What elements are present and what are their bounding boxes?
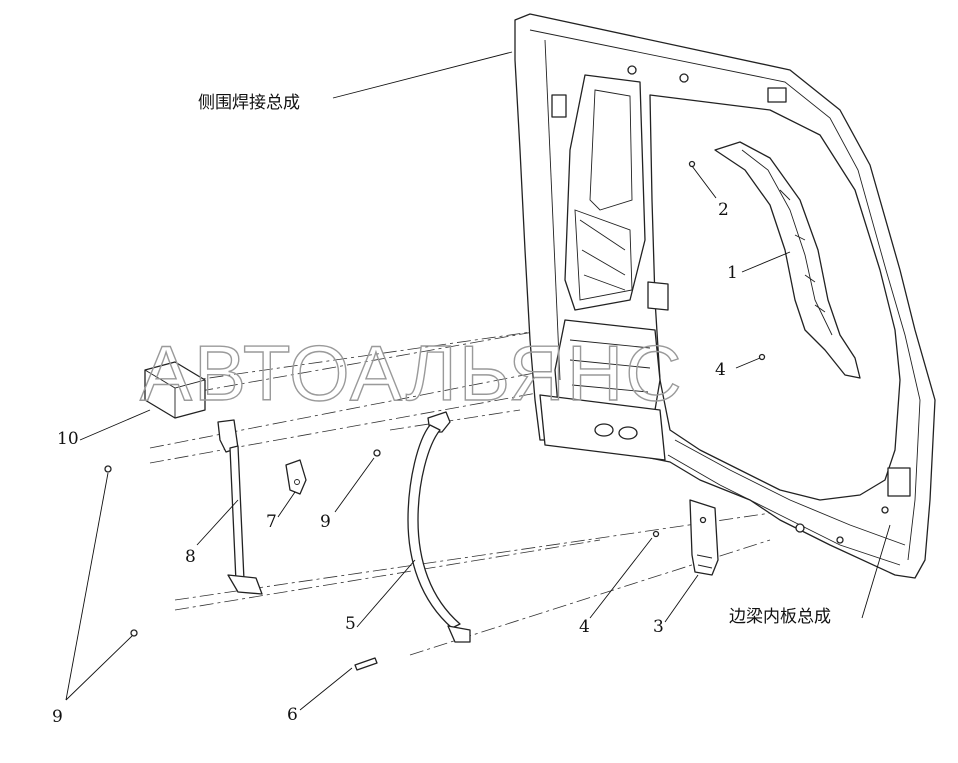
label-part-4-upper: 4 (715, 360, 726, 380)
label-side-frame-weld-assembly: 侧围焊接总成 (198, 93, 300, 113)
label-part-4-lower: 4 (579, 617, 590, 637)
assembly-lines (149, 97, 861, 656)
watermark: АВТОАЛЬЯНС (140, 329, 684, 417)
label-part-2: 2 (718, 200, 729, 220)
fasteners (104, 160, 766, 671)
label-part-5: 5 (345, 614, 356, 634)
label-part-1: 1 (727, 263, 738, 283)
part-7-clip (285, 459, 307, 495)
labels: 侧围焊接总成 边梁内板总成 1 2 3 4 4 5 6 7 8 9 9 10 (52, 93, 831, 727)
label-part-7: 7 (266, 512, 277, 532)
label-inner-panel-assembly: 边梁内板总成 (729, 607, 831, 627)
label-part-6: 6 (287, 705, 298, 725)
part-10-block (144, 361, 206, 419)
label-part-10: 10 (57, 429, 79, 449)
side-frame-weld-assembly (514, 13, 936, 579)
label-part-8: 8 (185, 547, 196, 567)
label-part-9-left: 9 (52, 707, 63, 727)
part-1-trim-strip (714, 141, 861, 379)
part-5-grab-handle (407, 411, 471, 643)
part-8-straight-handle (217, 419, 263, 595)
label-part-9-center: 9 (320, 512, 331, 532)
leader-lines (65, 51, 891, 711)
label-part-3: 3 (653, 617, 664, 637)
part-3-bracket (689, 499, 719, 576)
